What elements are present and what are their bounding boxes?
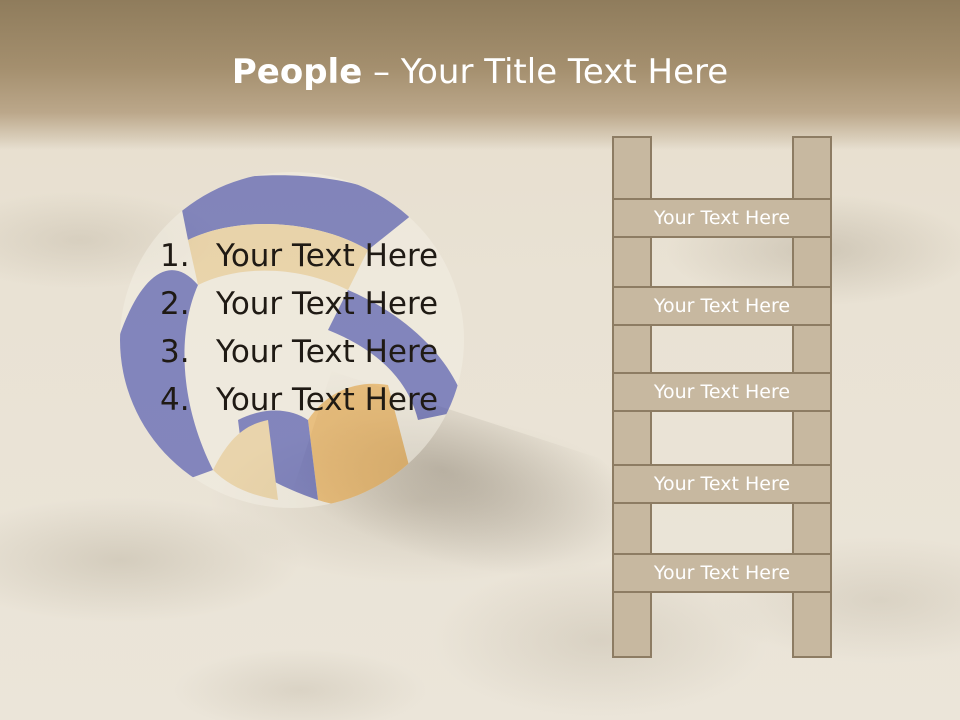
volleyball-image [120,172,464,508]
title-rest: – Your Title Text Here [362,52,729,92]
list-item: 3. Your Text Here [160,328,438,376]
list-text: Your Text Here [216,334,439,370]
list-number: 1. [160,238,190,274]
list-item: 2. Your Text Here [160,280,438,328]
numbered-list[interactable]: 1. Your Text Here 2. Your Text Here 3. Your… [160,232,438,424]
ladder-rung-4[interactable]: Your Text Here [612,464,832,504]
list-text: Your Text Here [216,382,439,418]
list-number: 2. [160,286,190,322]
list-item: 4. Your Text Here [160,376,438,424]
ladder-rung-1[interactable]: Your Text Here [612,198,832,238]
list-number: 3. [160,334,190,370]
ladder-rung-3[interactable]: Your Text Here [612,372,832,412]
list-item: 1. Your Text Here [160,232,438,280]
ladder-rung-5[interactable]: Your Text Here [612,553,832,593]
title-bar [0,0,960,150]
list-text: Your Text Here [216,286,439,322]
list-number: 4. [160,382,190,418]
list-text: Your Text Here [216,238,439,274]
slide-title[interactable]: People – Your Title Text Here [0,52,960,92]
ladder-rung-2[interactable]: Your Text Here [612,286,832,326]
title-bold: People [231,52,363,92]
